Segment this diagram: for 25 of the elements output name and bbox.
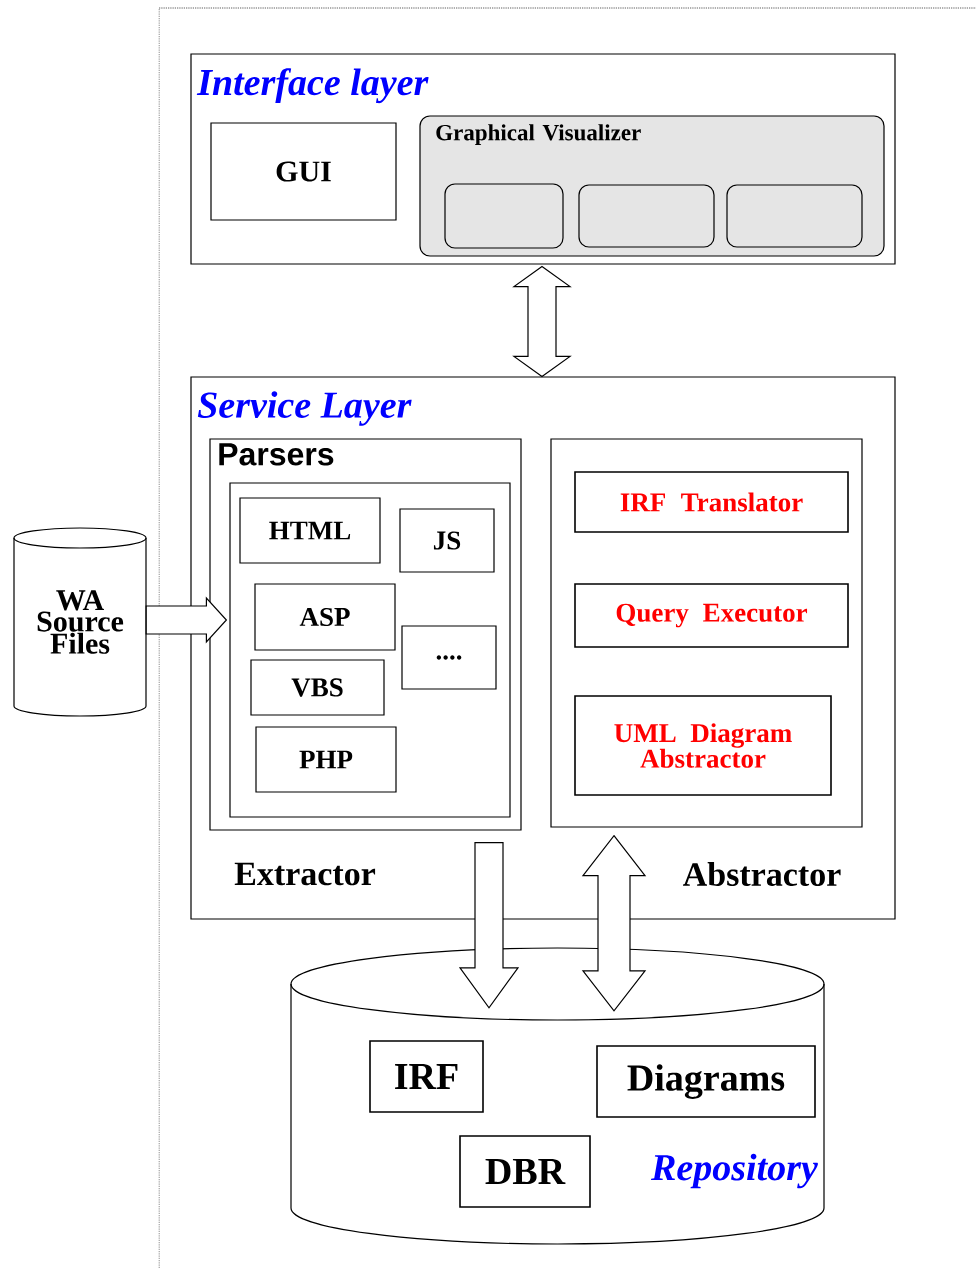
layer-title: Interface layer bbox=[196, 68, 429, 104]
block-arrow bbox=[458, 842, 520, 1009]
box-heading: Parsers bbox=[219, 443, 334, 466]
layer-title: Service Layer bbox=[197, 391, 412, 426]
box-caption: Extractor bbox=[234, 862, 376, 886]
parser-box: PHP bbox=[255, 726, 397, 793]
module-box: UML Diagram Abstractor bbox=[574, 695, 832, 796]
data-box: Diagrams bbox=[596, 1045, 816, 1118]
module-box: Query Executor bbox=[574, 583, 849, 648]
repository-title: Repository bbox=[650, 1153, 818, 1189]
block-arrow bbox=[145, 596, 228, 644]
tool-box bbox=[444, 183, 564, 249]
parser-box: VBS bbox=[250, 659, 385, 716]
parser-box: JS bbox=[399, 508, 495, 573]
parser-box: ASP bbox=[254, 583, 396, 651]
data-box: DBR bbox=[459, 1135, 591, 1208]
database-cylinder: WA Source Files bbox=[13, 527, 147, 717]
module-box: IRF Translator bbox=[574, 471, 849, 533]
component-box: GUI bbox=[210, 122, 397, 221]
parser-box: HTML bbox=[239, 497, 381, 564]
box-caption: Abstractor bbox=[683, 862, 841, 886]
tool-box bbox=[578, 184, 715, 248]
tool-box bbox=[726, 184, 863, 248]
parser-box: .... bbox=[401, 625, 497, 690]
data-box: IRF bbox=[369, 1040, 484, 1113]
